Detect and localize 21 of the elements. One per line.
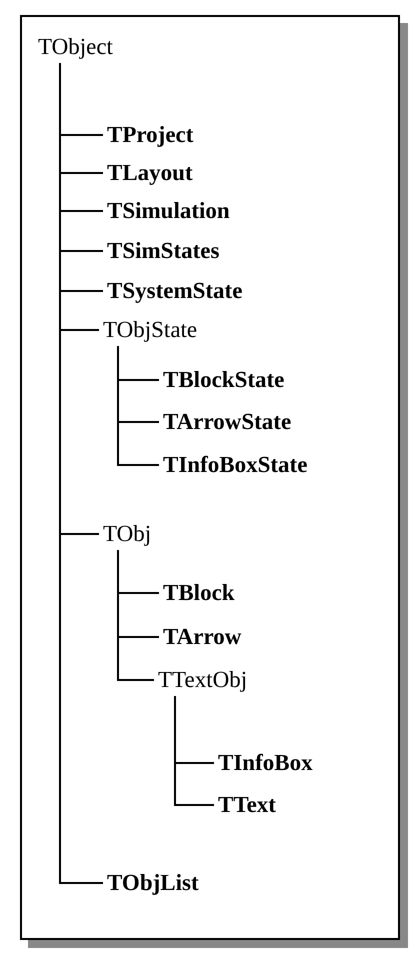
class-name: TInfoBox	[218, 749, 313, 777]
class-name: TObj	[103, 520, 152, 548]
class-name: TObjList	[107, 869, 199, 897]
class-name: TTextObj	[158, 666, 248, 694]
class-name: TSimulation	[107, 197, 230, 225]
class-name: TArrowState	[163, 408, 292, 436]
class-name: TObject	[38, 33, 113, 61]
class-name: TSimStates	[107, 237, 220, 265]
class-name: TArrow	[163, 623, 242, 651]
class-name: TBlockState	[163, 366, 284, 394]
tree-connector	[59, 63, 103, 884]
tree-connector	[117, 550, 154, 681]
class-name: TProject	[107, 121, 194, 149]
class-name: TText	[218, 791, 276, 819]
tree-connector	[174, 696, 214, 806]
class-name: TObjState	[103, 316, 198, 344]
class-name: TBlock	[163, 579, 235, 607]
class-name: TSystemState	[107, 277, 242, 305]
class-name: TInfoBoxState	[163, 451, 308, 479]
tree-connector	[117, 346, 159, 466]
class-name: TLayout	[107, 159, 193, 187]
